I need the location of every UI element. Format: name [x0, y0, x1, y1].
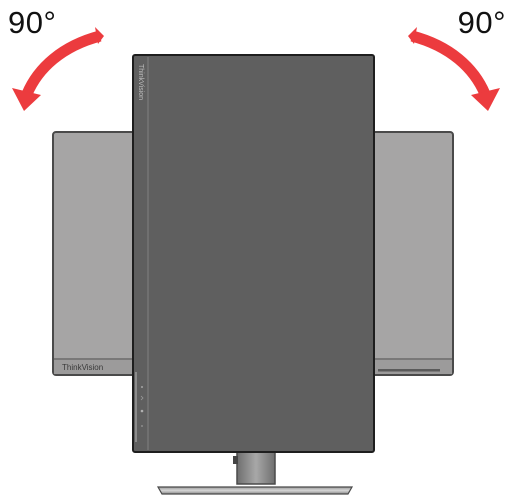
stand-base: [156, 486, 354, 495]
portrait-brand-logo: ThinkVision: [137, 64, 144, 100]
counterclockwise-curved-arrow-icon: [12, 27, 104, 111]
left-rotation-angle-label: 90°: [8, 5, 57, 40]
landscape-brand-logo: ThinkVision: [62, 363, 103, 372]
power-button-icon: [140, 385, 144, 389]
menu-button-icon: [140, 395, 144, 401]
portrait-monitor: ThinkVision: [132, 54, 375, 453]
stand-neck: [236, 449, 276, 485]
landscape-control-strip: [378, 369, 440, 372]
select-button-icon: [140, 409, 144, 413]
portrait-control-strip: [135, 372, 137, 442]
exit-button-icon: [141, 425, 143, 427]
monitor-stand: [156, 449, 354, 495]
right-rotation-angle-label: 90°: [457, 5, 506, 40]
clockwise-curved-arrow-icon: [408, 27, 500, 111]
